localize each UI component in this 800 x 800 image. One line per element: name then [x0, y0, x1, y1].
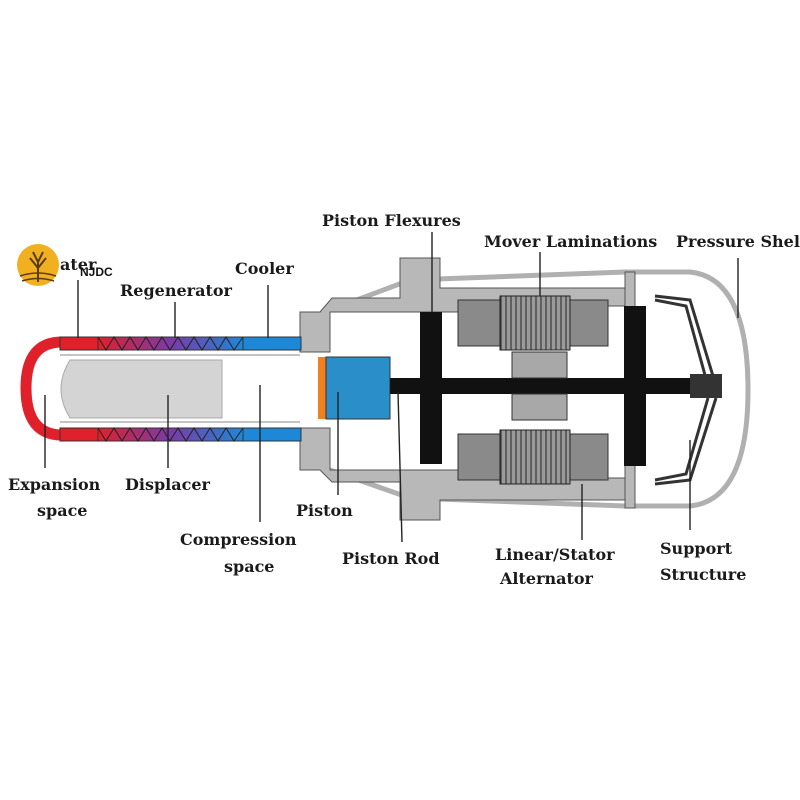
linear-stator-label-1: Linear/Stator: [495, 545, 615, 564]
piston-label: Piston: [296, 501, 353, 520]
piston-face: [318, 357, 326, 419]
flexure-stack-rear: [624, 306, 646, 466]
regenerator-bottom: [97, 427, 244, 442]
stator-top: [457, 295, 609, 351]
support-structure-label-2: Structure: [660, 565, 746, 584]
compression-space-label-1: Compression: [180, 530, 297, 549]
cooler-label: Cooler: [235, 259, 294, 278]
watermark-text: NJDC: [80, 265, 113, 279]
compression-space-label-2: space: [224, 557, 274, 576]
heater-top: [59, 336, 99, 351]
support-structure-label-1: Support: [660, 539, 733, 558]
stator-bottom: [457, 429, 609, 485]
mover: [511, 351, 568, 421]
flexure-stack-front: [420, 312, 442, 464]
regenerator-top: [97, 336, 244, 351]
cooler-bottom: [242, 427, 302, 442]
displacer-label: Displacer: [125, 475, 211, 494]
linear-stator-label-2: Alternator: [499, 569, 594, 588]
piston: [325, 356, 391, 420]
cold-finger: [20, 336, 302, 442]
support-structure: [654, 294, 718, 486]
piston-rod-label: Piston Rod: [342, 549, 440, 568]
cooler-top: [242, 336, 302, 351]
displacer: [60, 359, 223, 419]
pressure-shell-label: Pressure Shell: [676, 232, 800, 251]
logo-tree-icon: [29, 251, 47, 282]
expansion-space-label-1: Expansion: [8, 475, 101, 494]
heater-bend: [20, 336, 63, 441]
njdc-logo: [17, 244, 59, 286]
heater-bottom: [59, 427, 99, 442]
piston-flexures-label: Piston Flexures: [322, 211, 461, 230]
heater-label-partial: ater: [60, 255, 97, 274]
pressure-shell: [329, 269, 751, 509]
mover-laminations-label: Mover Laminations: [484, 232, 657, 251]
regenerator-label: Regenerator: [120, 281, 233, 300]
expansion-space-label-2: space: [37, 501, 87, 520]
